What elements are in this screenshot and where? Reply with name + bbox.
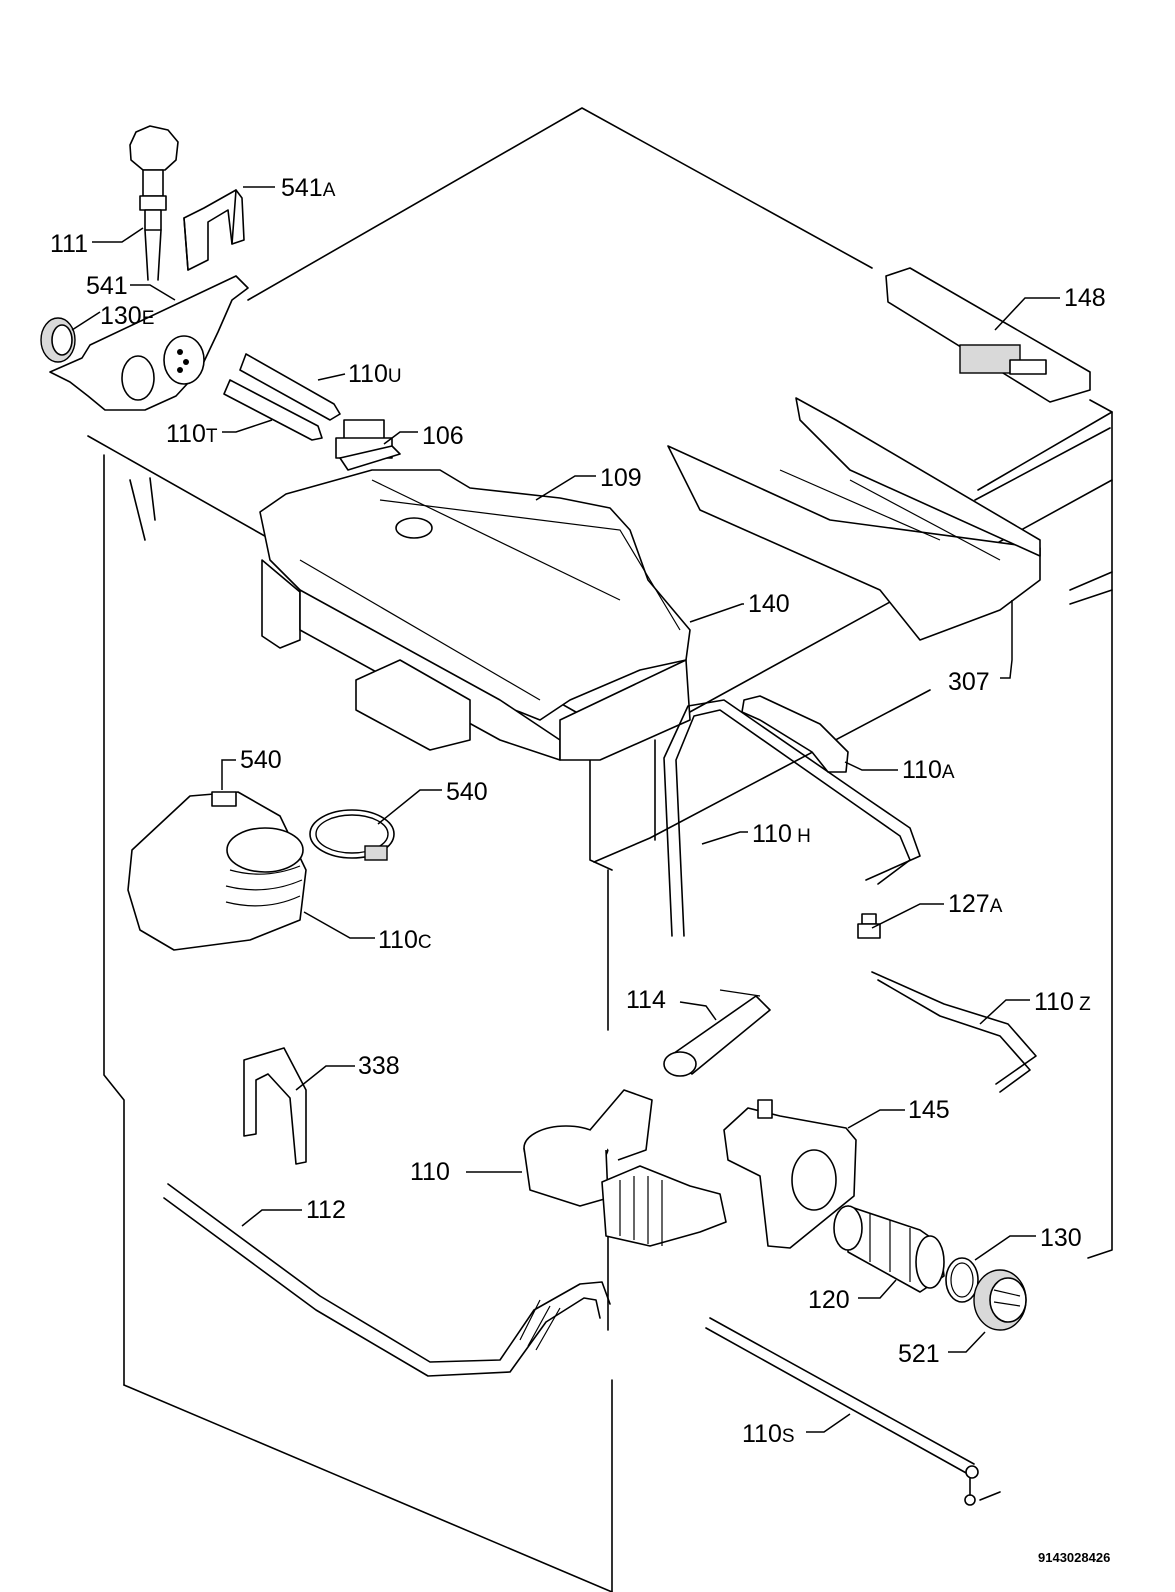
valve-part-106 [335, 419, 401, 471]
callout-114: 114 [626, 986, 666, 1014]
drawing-number: 9143028426 [1038, 1550, 1110, 1565]
tube-part-110u [239, 353, 341, 421]
callout-110z: 110 Z [1034, 988, 1091, 1016]
callout-540-lower: 540 [446, 778, 488, 806]
drain-hose-part-112 [163, 1183, 611, 1377]
tube-part-110t [223, 379, 323, 441]
dispenser-drawer-part-307 [667, 397, 1041, 641]
callout-110s: 110S [742, 1420, 795, 1448]
pump-body-part-145 [723, 1099, 857, 1249]
callout-111: 111 [50, 230, 88, 258]
hose-part-110z [871, 971, 1037, 1093]
callout-110a: 110A [902, 756, 955, 784]
cap-part-130e [40, 317, 76, 363]
callout-labels: 541A 111 541 130E 110U 110T 106 109 148 … [50, 174, 1106, 1448]
callout-521: 521 [898, 1340, 940, 1368]
callout-307: 307 [948, 668, 990, 696]
callout-127a: 127A [948, 890, 1003, 918]
leader-lines [71, 186, 1060, 1433]
callout-140: 140 [748, 590, 790, 618]
cabinet-outline [87, 107, 1113, 1592]
dispenser-housing-part-109 [259, 469, 691, 761]
callout-109: 109 [600, 464, 642, 492]
filter-part-120 [833, 1205, 945, 1293]
callout-110: 110 [410, 1158, 450, 1186]
rod-part-110s [705, 1317, 979, 1506]
pump-hose-part-110 [523, 1089, 727, 1247]
callout-541: 541 [86, 272, 128, 300]
callout-110u: 110U [348, 360, 402, 388]
callout-540-upper: 540 [240, 746, 282, 774]
callout-338: 338 [358, 1052, 400, 1080]
callout-130: 130 [1040, 1224, 1082, 1252]
bracket-plate-part-541 [49, 275, 249, 411]
cylinder-part-114 [663, 989, 771, 1077]
bellows-part-110c [127, 791, 307, 951]
hose-part-110a [741, 695, 849, 773]
callout-541a: 541A [281, 174, 336, 202]
tray-handle-part-148 [885, 267, 1091, 403]
callout-145: 145 [908, 1096, 950, 1124]
clip-part-541a [183, 189, 245, 271]
o-ring-part-130 [945, 1257, 979, 1303]
clamp-ring-part-540 [309, 809, 395, 861]
callout-130e: 130E [100, 302, 154, 330]
lid-part-140 [379, 499, 681, 631]
callout-110t: 110T [166, 420, 218, 448]
callout-120: 120 [808, 1286, 850, 1314]
callout-110c: 110C [378, 926, 432, 954]
callout-110h: 110 H [752, 820, 811, 848]
callout-106: 106 [422, 422, 464, 450]
inlet-hose-part-111 [129, 125, 179, 281]
callout-112: 112 [306, 1196, 346, 1224]
callout-148: 148 [1064, 284, 1106, 312]
u-bracket-part-338 [243, 1047, 307, 1165]
hose-part-110h [663, 699, 921, 937]
cap-part-521 [973, 1269, 1027, 1331]
